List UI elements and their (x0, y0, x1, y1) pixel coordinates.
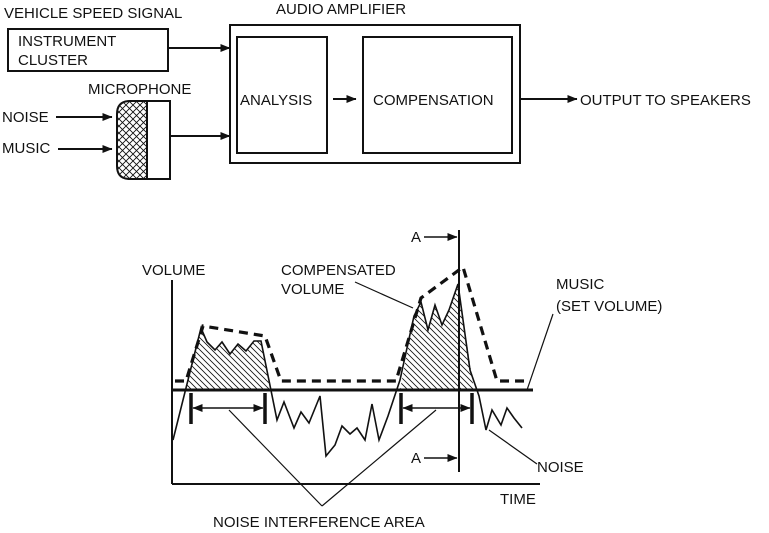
noise-input-label: NOISE (2, 109, 49, 126)
audio-amplifier-label: AUDIO AMPLIFIER (276, 1, 406, 18)
microphone-body (146, 100, 171, 180)
block-diagram: VEHICLE SPEED SIGNAL AUDIO AMPLIFIER INS… (2, 1, 751, 180)
instrument-cluster-label-line1: INSTRUMENT (18, 33, 116, 50)
compensation-label: COMPENSATION (373, 92, 494, 109)
volume-axis-label: VOLUME (142, 262, 205, 279)
instrument-cluster-box (7, 28, 169, 72)
interference-leader-left (228, 409, 323, 507)
vehicle-speed-signal-label: VEHICLE SPEED SIGNAL (4, 5, 182, 22)
microphone-label: MICROPHONE (88, 81, 191, 98)
noise-leader (488, 429, 538, 465)
analysis-label: ANALYSIS (240, 92, 312, 109)
compensation-area-2 (400, 284, 474, 390)
compensated-volume-leader (354, 281, 414, 309)
music-set-volume-label-line1: MUSIC (556, 276, 605, 293)
compensation-box (362, 36, 513, 154)
audio-amplifier-box (229, 24, 521, 164)
time-axis-label: TIME (500, 491, 536, 508)
noise-waveform (172, 283, 523, 459)
music-set-volume-leader (526, 313, 554, 391)
music-input-label: MUSIC (2, 140, 51, 157)
output-label: OUTPUT TO SPEAKERS (580, 92, 751, 109)
compensated-volume-label-line2: VOLUME (281, 281, 344, 298)
instrument-cluster-label-line2: CLUSTER (18, 52, 88, 69)
compensation-area-1 (186, 328, 270, 390)
section-marker-bottom: A (411, 450, 421, 467)
noise-label: NOISE (537, 459, 584, 476)
noise-interference-area-label: NOISE INTERFERENCE AREA (213, 514, 425, 531)
analysis-box (236, 36, 328, 154)
music-set-volume-label-line2: (SET VOLUME) (556, 298, 662, 315)
volume-graph: VOLUME TIME A A COMPENSATED VOLUME MUSIC… (142, 229, 662, 531)
section-marker-top: A (411, 229, 421, 246)
interference-leader-right (321, 409, 437, 507)
compensated-volume-label-line1: COMPENSATED (281, 262, 396, 279)
microphone-icon (116, 100, 148, 180)
